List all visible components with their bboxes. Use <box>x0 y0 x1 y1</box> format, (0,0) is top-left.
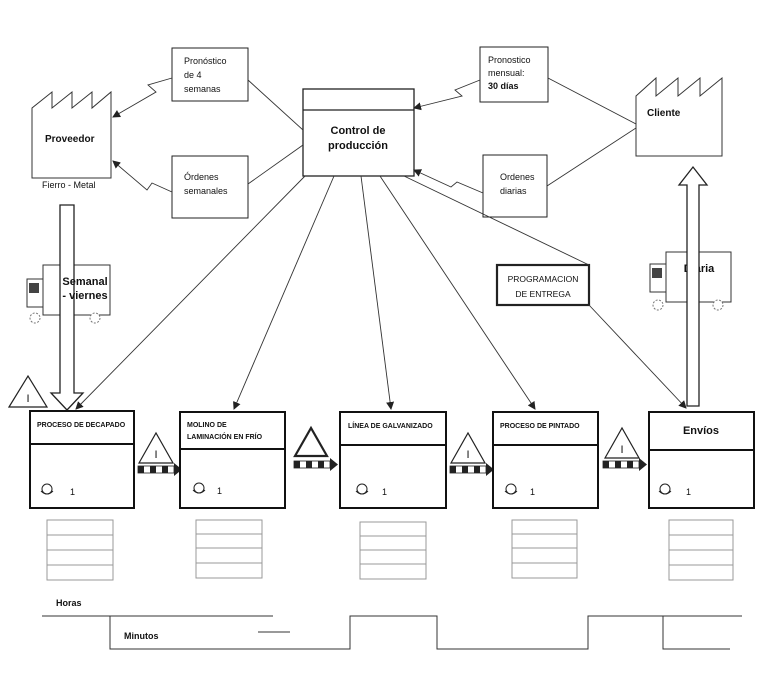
inventory-triangle-2 <box>293 425 329 458</box>
daily-orders-box: Ordenes diarias <box>482 154 548 218</box>
inventory-triangle-1: I <box>137 431 175 464</box>
svg-text:semanas: semanas <box>184 84 221 94</box>
operator-count: 1 <box>382 487 387 497</box>
svg-text:de 4: de 4 <box>184 70 202 80</box>
weekly-orders-box: Órdenes semanales <box>171 155 249 219</box>
inbound-frequency-line1: Semanal <box>62 276 107 288</box>
timeline <box>42 615 742 650</box>
svg-text:diarias: diarias <box>500 186 527 196</box>
inventory-triangle-4: I <box>603 426 641 459</box>
data-box-pintado <box>511 519 578 579</box>
inbound-shipment-arrow <box>49 204 85 411</box>
inventory-triangle-supplier: I <box>7 374 49 408</box>
customer-name: Cliente <box>647 108 681 119</box>
svg-text:semanales: semanales <box>184 186 228 196</box>
operator-count: 1 <box>686 487 691 497</box>
control-title-line2: producción <box>328 140 388 152</box>
process-title: LÍNEA DE GALVANIZADO <box>348 421 433 430</box>
information-flow-lines <box>75 77 687 410</box>
svg-text:mensual:: mensual: <box>488 68 525 78</box>
push-arrow-3 <box>449 463 494 476</box>
timeline-minutes-label: Minutos <box>124 631 159 641</box>
process-title: PROCESO DE DECAPADO <box>37 422 126 429</box>
operator-count: 1 <box>70 487 75 497</box>
data-box-decapado <box>46 519 114 581</box>
process-title: MOLINO DE <box>187 422 227 429</box>
svg-text:Órdenes: Órdenes <box>184 172 219 182</box>
process-title: Envíos <box>683 425 719 437</box>
supplier-name: Proveedor <box>45 134 95 145</box>
control-title-line1: Control de <box>331 125 386 137</box>
svg-text:I: I <box>154 449 157 461</box>
push-arrow-2 <box>293 458 338 471</box>
push-arrow-1 <box>137 463 182 476</box>
process-title: PROCESO DE PINTADO <box>500 423 580 430</box>
outbound-shipment-arrow <box>677 165 709 407</box>
supplier-material: Fierro - Metal <box>42 180 96 190</box>
supplier-factory: Proveedor Fierro - Metal <box>31 90 112 190</box>
data-box-galvanizado <box>359 521 427 580</box>
svg-text:I: I <box>620 444 623 456</box>
process-box-envios: Envíos 1 <box>648 411 755 509</box>
process-box-pintado: PROCESO DE PINTADO 1 <box>492 411 599 509</box>
operator-count: 1 <box>217 486 222 496</box>
push-arrow-4 <box>602 458 647 471</box>
production-control-box: Control de producción <box>302 88 415 177</box>
svg-text:I: I <box>26 393 29 405</box>
svg-text:30 días: 30 días <box>488 81 519 91</box>
svg-text:DE ENTREGA: DE ENTREGA <box>515 289 571 299</box>
forecast-4-weeks-box: Pronóstico de 4 semanas <box>171 47 249 102</box>
delivery-schedule-box: PROGRAMACION DE ENTREGA <box>495 263 591 307</box>
data-box-envios <box>668 519 734 581</box>
inventory-triangle-3: I <box>449 431 487 464</box>
monthly-forecast-box: Pronostico mensual: 30 días <box>479 46 549 103</box>
svg-text:Pronostico: Pronostico <box>488 55 531 65</box>
process-box-galvanizado: LÍNEA DE GALVANIZADO 1 <box>339 411 447 509</box>
process-title: LAMINACIÓN EN FRÍO <box>187 432 263 441</box>
timeline-hours-label: Horas <box>56 598 82 608</box>
customer-factory: Cliente <box>635 76 723 157</box>
process-box-laminacion: MOLINO DE LAMINACIÓN EN FRÍO 1 <box>179 411 286 509</box>
svg-text:I: I <box>466 449 469 461</box>
svg-text:PROGRAMACION: PROGRAMACION <box>508 274 579 284</box>
operator-count: 1 <box>530 487 535 497</box>
svg-text:Pronóstico: Pronóstico <box>184 56 227 66</box>
inbound-truck <box>26 264 111 324</box>
inbound-frequency-line2: - viernes <box>62 290 107 302</box>
svg-text:Ordenes: Ordenes <box>500 172 535 182</box>
process-box-decapado: PROCESO DE DECAPADO 1 <box>29 410 135 509</box>
data-box-laminacion <box>195 519 263 579</box>
